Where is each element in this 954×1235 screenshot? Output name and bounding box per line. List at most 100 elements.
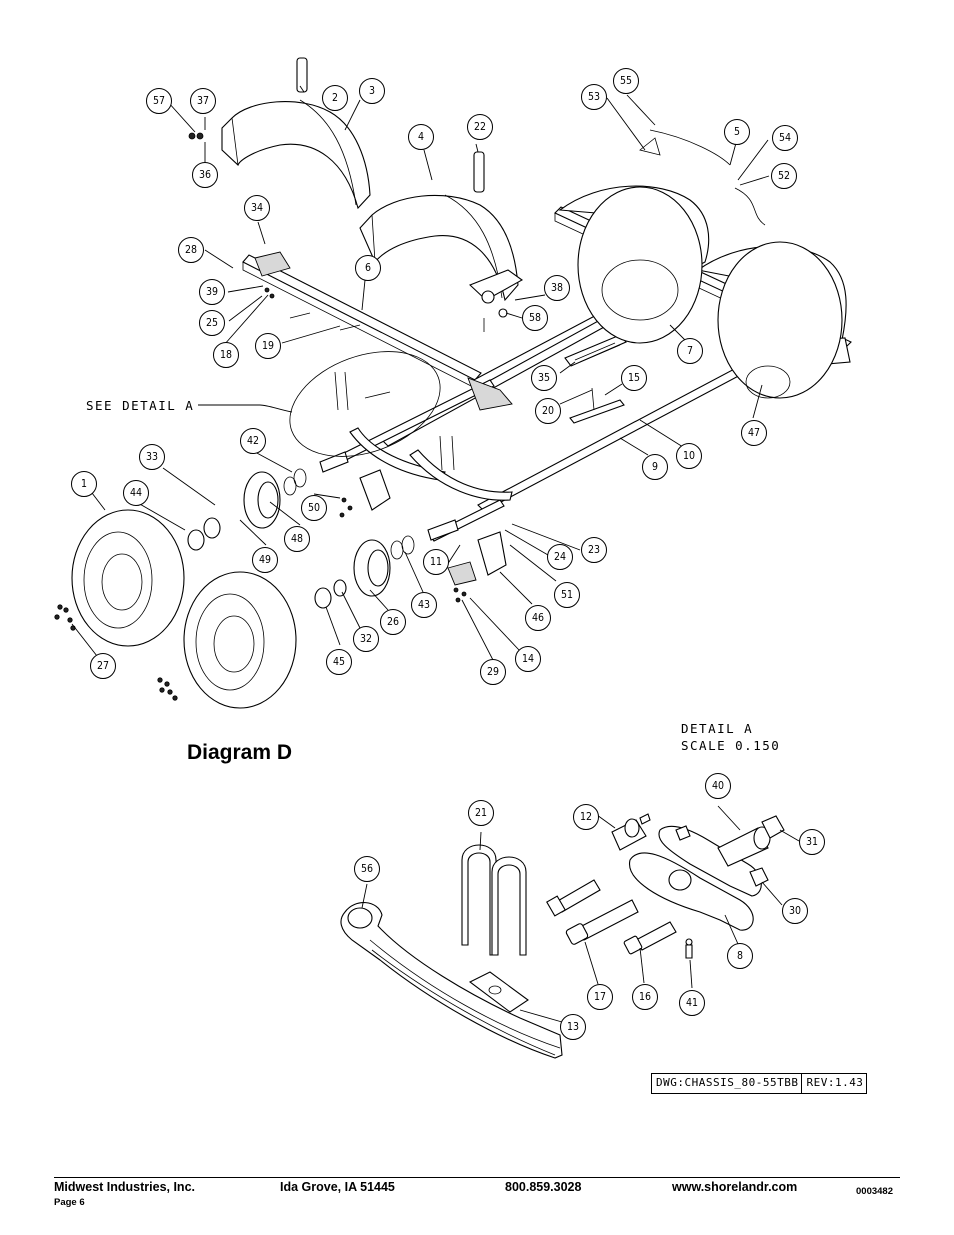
svg-text:18: 18 bbox=[220, 349, 232, 361]
callout-17: 17 bbox=[587, 984, 613, 1010]
svg-text:6: 6 bbox=[365, 262, 371, 274]
callout-41: 41 bbox=[679, 990, 705, 1016]
svg-text:33: 33 bbox=[146, 451, 158, 463]
svg-text:24: 24 bbox=[554, 551, 566, 563]
callout-26: 26 bbox=[380, 609, 406, 635]
leader-lines bbox=[71, 85, 800, 1023]
callout-5: 5 bbox=[724, 119, 750, 145]
svg-text:13: 13 bbox=[567, 1021, 579, 1033]
right-wheels bbox=[577, 186, 843, 399]
svg-text:19: 19 bbox=[262, 340, 274, 352]
svg-text:44: 44 bbox=[130, 487, 142, 499]
revision-label: REV:1.43 bbox=[801, 1074, 866, 1093]
callout-18: 18 bbox=[213, 342, 239, 368]
svg-text:42: 42 bbox=[247, 435, 259, 447]
callout-49: 49 bbox=[252, 547, 278, 573]
footer-doc-number: 0003482 bbox=[856, 1186, 893, 1197]
svg-text:32: 32 bbox=[360, 633, 372, 645]
svg-text:7: 7 bbox=[687, 345, 693, 357]
callout-6: 6 bbox=[355, 255, 381, 281]
callout-44: 44 bbox=[123, 480, 149, 506]
callout-1: 1 bbox=[71, 471, 97, 497]
callout-54: 54 bbox=[772, 125, 798, 151]
callout-30: 30 bbox=[782, 898, 808, 924]
svg-text:39: 39 bbox=[206, 286, 218, 298]
detail-a-parts bbox=[340, 813, 785, 1059]
callout-45: 45 bbox=[326, 649, 352, 675]
svg-text:38: 38 bbox=[551, 282, 563, 294]
callout-28: 28 bbox=[178, 237, 204, 263]
svg-text:16: 16 bbox=[639, 991, 651, 1003]
detail-title: DETAIL A bbox=[681, 721, 753, 736]
footer-company: Midwest Industries, Inc. bbox=[54, 1180, 195, 1194]
footer-page: Page 6 bbox=[54, 1197, 85, 1208]
svg-text:4: 4 bbox=[418, 131, 424, 143]
callout-23: 23 bbox=[581, 537, 607, 563]
callout-51: 51 bbox=[554, 582, 580, 608]
svg-text:22: 22 bbox=[474, 121, 486, 133]
svg-text:11: 11 bbox=[430, 556, 442, 568]
svg-text:10: 10 bbox=[683, 450, 695, 462]
callout-2: 2 bbox=[322, 85, 348, 111]
callout-56: 56 bbox=[354, 856, 380, 882]
callout-35: 35 bbox=[531, 365, 557, 391]
svg-text:2: 2 bbox=[332, 92, 338, 104]
callout-36: 36 bbox=[192, 162, 218, 188]
svg-text:20: 20 bbox=[542, 405, 554, 417]
svg-text:27: 27 bbox=[97, 660, 109, 672]
callout-15: 15 bbox=[621, 365, 647, 391]
svg-text:55: 55 bbox=[620, 75, 632, 87]
svg-text:15: 15 bbox=[628, 372, 640, 384]
svg-text:1: 1 bbox=[81, 478, 87, 490]
svg-text:30: 30 bbox=[789, 905, 801, 917]
svg-text:23: 23 bbox=[588, 544, 600, 556]
callout-39: 39 bbox=[199, 279, 225, 305]
footer-website[interactable]: www.shorelandr.com bbox=[672, 1180, 798, 1194]
callout-24: 24 bbox=[547, 544, 573, 570]
callout-3: 3 bbox=[359, 78, 385, 104]
svg-text:54: 54 bbox=[779, 132, 791, 144]
svg-text:45: 45 bbox=[333, 656, 345, 668]
svg-text:26: 26 bbox=[387, 616, 399, 628]
svg-text:40: 40 bbox=[712, 780, 724, 792]
callout-20: 20 bbox=[535, 398, 561, 424]
left-wheels bbox=[54, 509, 297, 709]
callout-31: 31 bbox=[799, 829, 825, 855]
callout-9: 9 bbox=[642, 454, 668, 480]
svg-text:21: 21 bbox=[475, 807, 487, 819]
callout-22: 22 bbox=[467, 114, 493, 140]
callout-29: 29 bbox=[480, 659, 506, 685]
svg-text:58: 58 bbox=[529, 312, 541, 324]
svg-text:9: 9 bbox=[652, 461, 658, 473]
callout-32: 32 bbox=[353, 626, 379, 652]
svg-text:51: 51 bbox=[561, 589, 573, 601]
callout-50: 50 bbox=[301, 495, 327, 521]
callout-47: 47 bbox=[741, 420, 767, 446]
svg-text:29: 29 bbox=[487, 666, 499, 678]
svg-text:50: 50 bbox=[308, 502, 320, 514]
callout-42: 42 bbox=[240, 428, 266, 454]
callout-40: 40 bbox=[705, 773, 731, 799]
svg-text:41: 41 bbox=[686, 997, 698, 1009]
svg-text:8: 8 bbox=[737, 950, 743, 962]
see-detail-note: SEE DETAIL A bbox=[86, 398, 194, 413]
callout-33: 33 bbox=[139, 444, 165, 470]
small-hardware bbox=[188, 57, 766, 603]
callout-4: 4 bbox=[408, 124, 434, 150]
svg-text:28: 28 bbox=[185, 244, 197, 256]
callout-25: 25 bbox=[199, 310, 225, 336]
svg-text:34: 34 bbox=[251, 202, 263, 214]
svg-text:37: 37 bbox=[197, 95, 209, 107]
callout-37: 37 bbox=[190, 88, 216, 114]
leaf-springs bbox=[334, 371, 513, 501]
footer-city: Ida Grove, IA 51445 bbox=[280, 1180, 395, 1194]
svg-text:5: 5 bbox=[734, 126, 740, 138]
svg-text:36: 36 bbox=[199, 169, 211, 181]
callout-57: 57 bbox=[146, 88, 172, 114]
hubs-and-axle-parts bbox=[187, 451, 507, 609]
callout-52: 52 bbox=[771, 163, 797, 189]
footer-phone: 800.859.3028 bbox=[505, 1180, 582, 1194]
svg-text:12: 12 bbox=[580, 811, 592, 823]
callout-21: 21 bbox=[468, 800, 494, 826]
